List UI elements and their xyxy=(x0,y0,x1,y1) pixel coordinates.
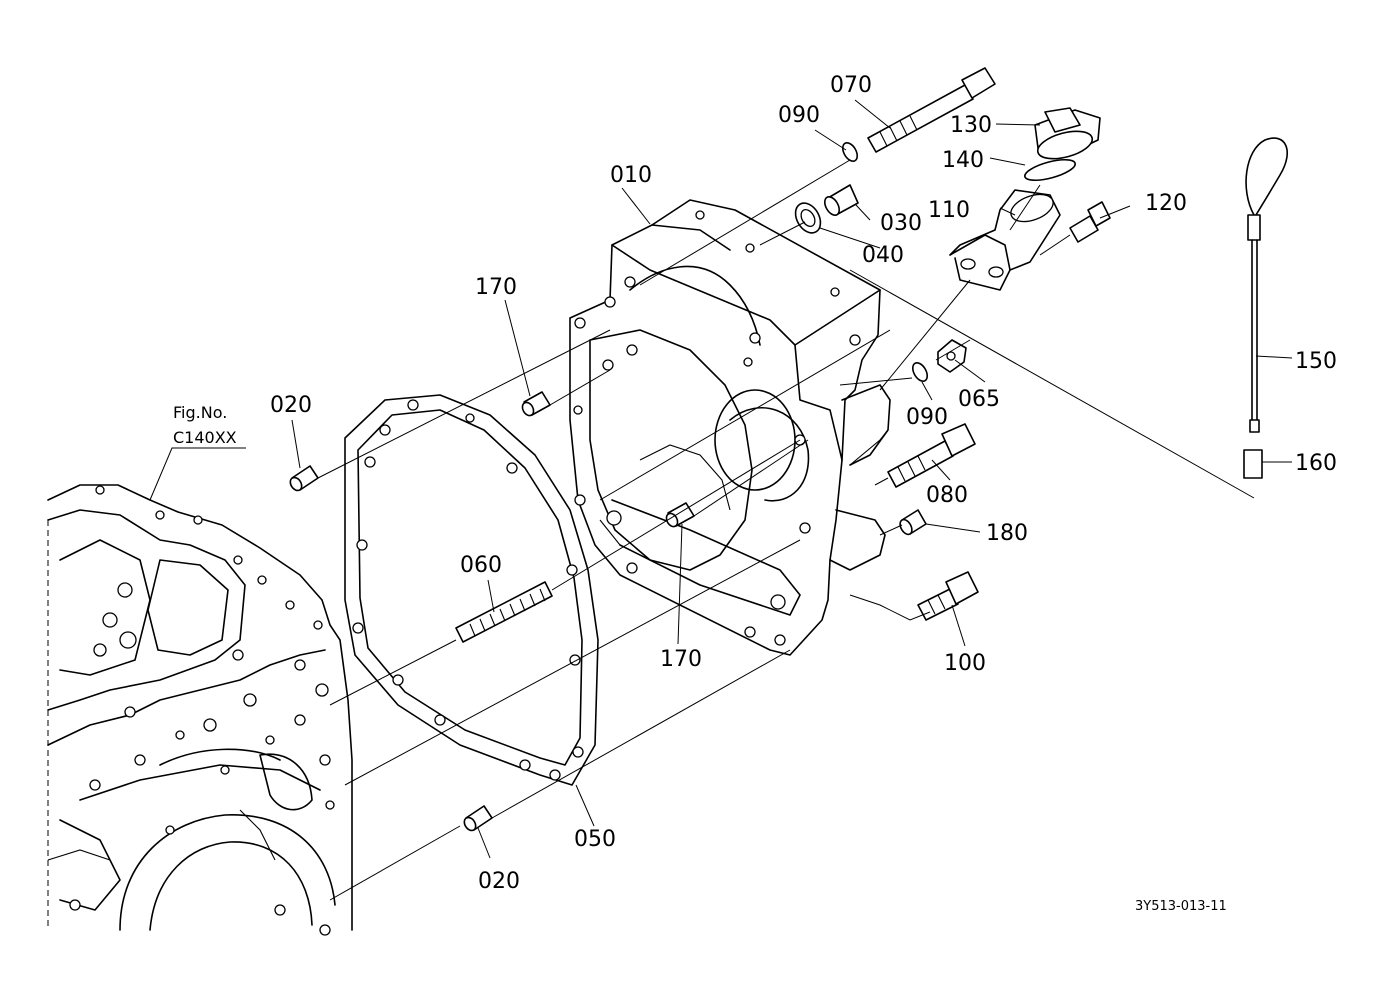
figure-reference-leader xyxy=(149,447,246,501)
seal-040 xyxy=(794,202,822,234)
stud-060 xyxy=(455,581,553,643)
nut-065 xyxy=(937,339,967,373)
filler-cap-130 xyxy=(1034,107,1101,160)
plug-180 xyxy=(899,509,927,536)
callout-020-upper: 020 xyxy=(270,393,312,418)
callout-150: 150 xyxy=(1295,349,1337,374)
callout-120: 120 xyxy=(1145,191,1187,216)
figure-reference-code: C140XX xyxy=(173,428,237,447)
bolt-100 xyxy=(917,571,979,621)
figure-reference-title: Fig.No. xyxy=(173,403,227,422)
callout-100: 100 xyxy=(944,651,986,676)
washer-090-lower xyxy=(911,362,929,382)
pin-020-upper xyxy=(289,465,319,492)
callout-020-lower: 020 xyxy=(478,869,520,894)
bolt-080 xyxy=(887,423,976,488)
callout-130: 130 xyxy=(950,113,992,138)
callout-050: 050 xyxy=(574,827,616,852)
dowel-170-upper xyxy=(521,391,551,417)
callout-010: 010 xyxy=(610,163,652,188)
callout-180: 180 xyxy=(986,521,1028,546)
callout-030: 030 xyxy=(880,211,922,236)
callout-090-lower: 090 xyxy=(906,405,948,430)
plug-030 xyxy=(823,184,859,216)
flywheel-housing-drawing xyxy=(569,199,891,656)
callout-060: 060 xyxy=(460,553,502,578)
callout-170-lower: 170 xyxy=(660,647,702,672)
dipstick-150 xyxy=(1245,137,1289,433)
callout-065: 065 xyxy=(958,387,1000,412)
o-ring-140 xyxy=(1024,158,1076,182)
callout-110: 110 xyxy=(928,198,970,223)
callout-040: 040 xyxy=(862,243,904,268)
gauge-160 xyxy=(1243,449,1263,479)
dowel-170-lower xyxy=(665,502,695,528)
callout-140: 140 xyxy=(942,148,984,173)
bolt-120 xyxy=(1069,201,1111,243)
filler-neck-110 xyxy=(949,189,1061,291)
callout-090-upper: 090 xyxy=(778,103,820,128)
transmission-case-drawing xyxy=(47,484,353,936)
bolt-070 xyxy=(867,67,996,153)
pin-020-lower xyxy=(463,805,493,832)
callout-160: 160 xyxy=(1295,451,1337,476)
drawing-number: 3Y513-013-11 xyxy=(1135,899,1227,914)
gasket-drawing xyxy=(344,394,599,786)
callout-070: 070 xyxy=(830,73,872,98)
washer-090-upper xyxy=(841,142,859,162)
callout-leaders xyxy=(291,99,1293,859)
callout-170-upper: 170 xyxy=(475,275,517,300)
callout-080: 080 xyxy=(926,483,968,508)
assembly-lines xyxy=(317,159,1255,901)
